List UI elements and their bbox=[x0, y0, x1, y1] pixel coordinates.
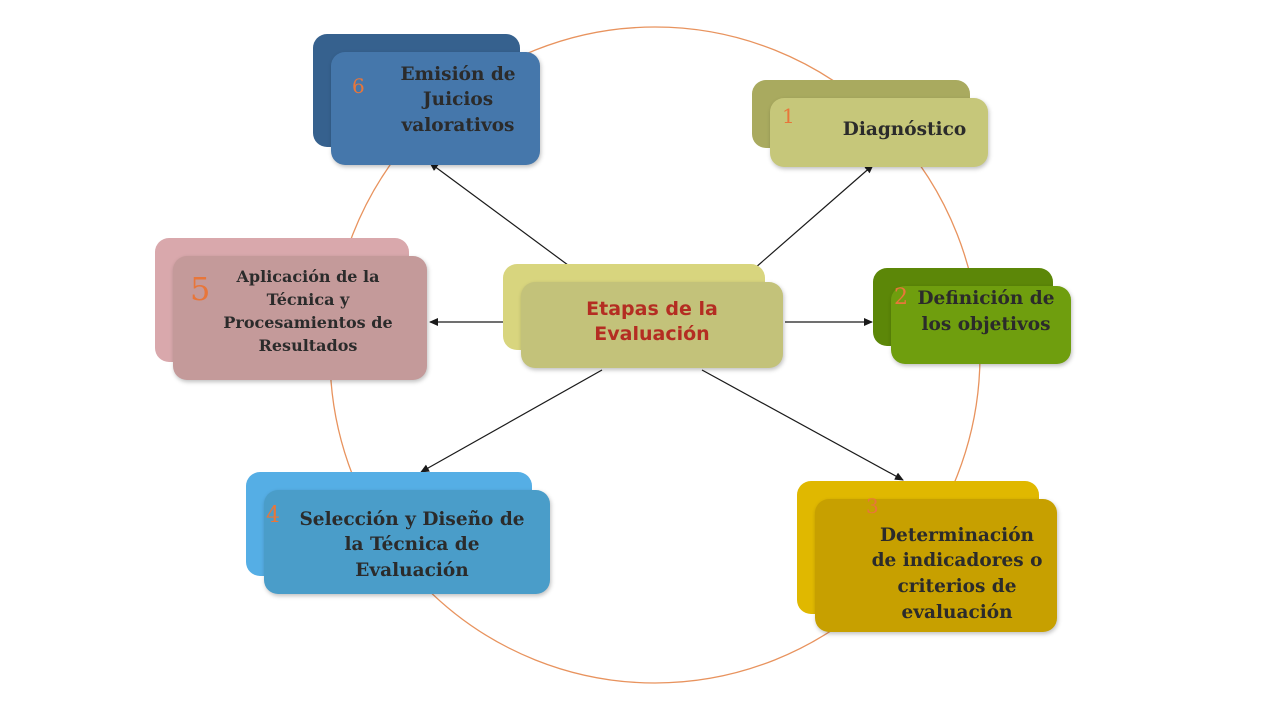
stage-4-box bbox=[264, 490, 550, 594]
stage-6-number: 6 bbox=[352, 74, 365, 98]
stage-3-box bbox=[815, 499, 1057, 632]
stage-3-label: Determinación de indicadores o criterios… bbox=[871, 524, 1043, 623]
arrow-to-stage-4 bbox=[420, 369, 603, 473]
center-title: Etapas de la Evaluación bbox=[586, 298, 718, 345]
stage-2-label: Definición de los objetivos bbox=[917, 288, 1055, 335]
stage-5-box bbox=[173, 256, 427, 380]
stage-6-box bbox=[331, 52, 540, 165]
stage-4-number: 4 bbox=[266, 503, 280, 528]
stage-5-number: 5 bbox=[190, 270, 211, 308]
center-box bbox=[521, 282, 783, 368]
stage-2-box bbox=[891, 286, 1071, 364]
stage-6-label: Emisión de Juicios valorativos bbox=[400, 63, 516, 136]
stage-4-label: Selección y Diseño de la Técnica de Eval… bbox=[299, 508, 525, 581]
arrow-to-stage-3 bbox=[701, 369, 904, 481]
stage-3-number: 3 bbox=[866, 494, 879, 518]
stage-1-number: 1 bbox=[782, 104, 795, 128]
arrow-to-stage-1 bbox=[754, 164, 874, 269]
stage-1-box bbox=[770, 98, 988, 167]
arrow-to-stage-6 bbox=[429, 162, 573, 269]
stage-2-number: 2 bbox=[894, 285, 908, 310]
stage-5-label: Aplicación de la Técnica y Procesamiento… bbox=[223, 266, 393, 356]
stage-1-label: Diagnóstico bbox=[842, 119, 967, 141]
